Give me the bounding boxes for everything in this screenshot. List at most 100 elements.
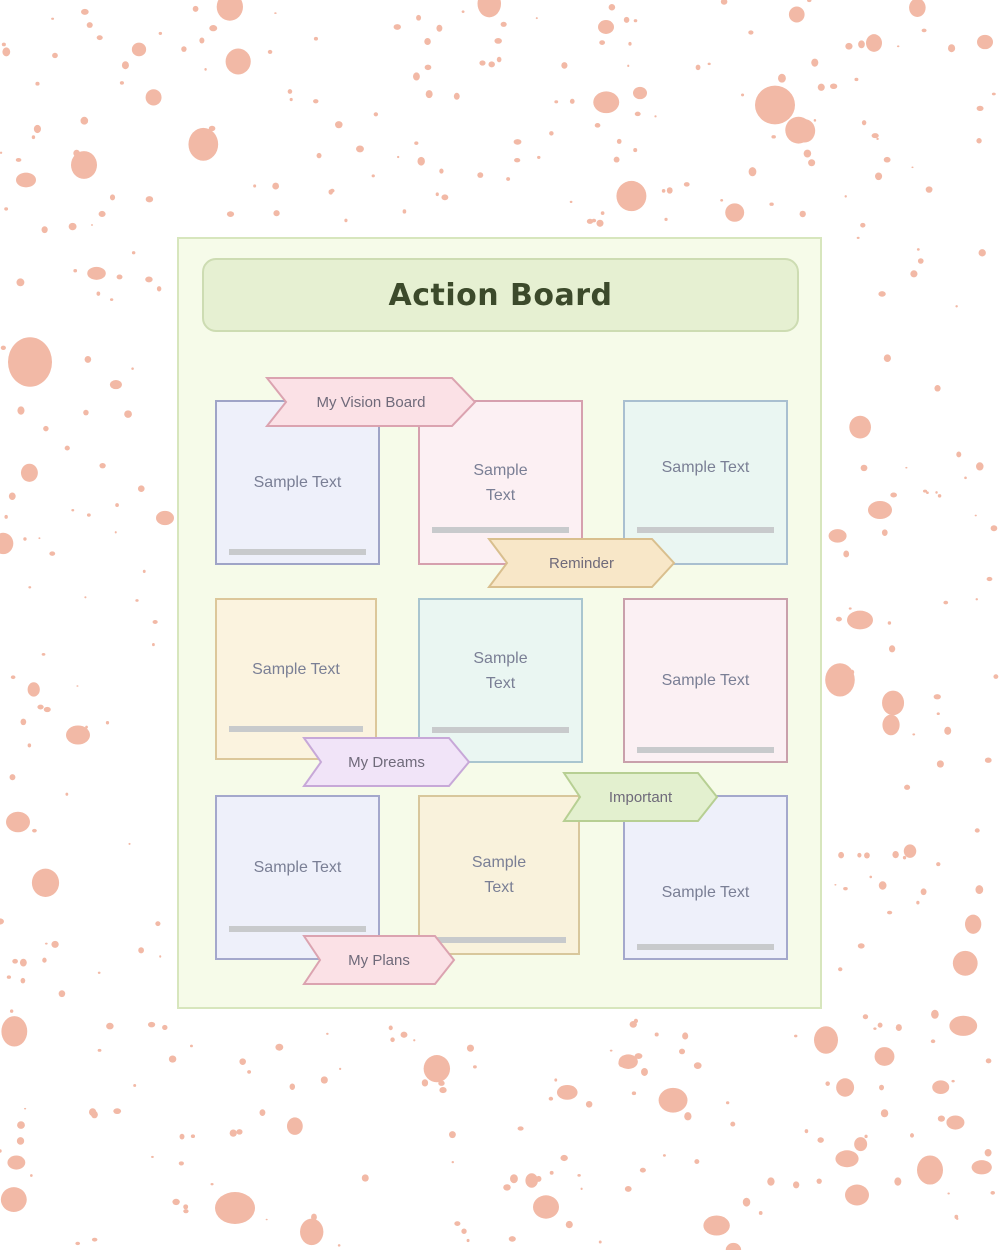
splatter-dot — [97, 1048, 102, 1052]
splatter-dot — [3, 1023, 6, 1026]
splatter-dot — [265, 1218, 268, 1221]
splatter-dot — [965, 914, 982, 934]
splatter-dot — [466, 1044, 474, 1052]
splatter-dot — [159, 955, 162, 958]
splatter-dot — [52, 52, 58, 59]
splatter-dot — [537, 155, 541, 159]
splatter-dot — [662, 1154, 666, 1157]
splatter-dot — [936, 760, 944, 768]
splatter-dot — [849, 415, 871, 439]
splatter-dot — [931, 1009, 939, 1019]
splatter-dot — [925, 186, 933, 193]
splatter-dot — [658, 1087, 688, 1113]
splatter-dot — [449, 1131, 456, 1139]
splatter-dot — [98, 210, 106, 218]
splatter-dot — [976, 138, 982, 144]
splatter-dot — [31, 135, 36, 140]
splatter-dot — [794, 1034, 798, 1038]
splatter-dot — [600, 211, 605, 216]
splatter-dot — [488, 61, 495, 68]
splatter-dot — [549, 1170, 554, 1175]
splatter-dot — [799, 210, 806, 218]
splatter-dot — [147, 1021, 156, 1028]
splatter-dot — [887, 621, 892, 625]
splatter-dot — [413, 72, 420, 81]
card-text: Sample Text — [253, 474, 342, 491]
splatter-dot — [183, 1204, 189, 1210]
card-1: Sample Text — [215, 400, 380, 565]
splatter-dot — [947, 44, 956, 53]
splatter-dot — [183, 1209, 189, 1214]
splatter-dot — [320, 1076, 328, 1084]
splatter-dot — [145, 276, 153, 283]
splatter-dot — [23, 1107, 27, 1110]
splatter-dot — [274, 12, 277, 14]
splatter-dot — [682, 1032, 689, 1040]
splatter-dot — [549, 131, 554, 136]
splatter-dot — [373, 112, 379, 117]
splatter-dot — [71, 509, 75, 512]
splatter-dot — [816, 1178, 822, 1184]
splatter-dot — [158, 31, 163, 35]
splatter-dot — [817, 83, 825, 91]
splatter-dot — [236, 1129, 243, 1135]
splatter-dot — [71, 151, 97, 179]
splatter-dot — [811, 58, 819, 67]
splatter-dot — [454, 1221, 461, 1226]
splatter-dot — [81, 8, 89, 15]
splatter-dot — [868, 500, 892, 520]
splatter-dot — [613, 156, 620, 163]
splatter-dot — [16, 1137, 25, 1145]
splatter-dot — [594, 123, 601, 128]
card-bar — [637, 527, 774, 533]
card-text: Sample Text — [253, 859, 342, 876]
splatter-dot — [273, 210, 280, 217]
splatter-dot — [922, 489, 928, 493]
splatter-dot — [31, 868, 60, 897]
splatter-dot — [423, 1055, 451, 1083]
splatter-dot — [209, 25, 218, 32]
splatter-dot — [971, 1160, 992, 1175]
splatter-dot — [86, 513, 91, 517]
splatter-dot — [390, 1037, 395, 1043]
tag-text: Reminder — [548, 554, 615, 572]
splatter-dot — [904, 848, 910, 854]
splatter-dot — [152, 642, 155, 647]
splatter-dot — [413, 1039, 416, 1042]
splatter-dot — [525, 1173, 538, 1188]
splatter-dot — [313, 99, 319, 104]
splatter-dot — [634, 1053, 643, 1059]
splatter-dot — [628, 41, 632, 46]
splatter-dot — [771, 135, 776, 139]
splatter-dot — [335, 121, 343, 129]
splatter-dot — [155, 921, 161, 927]
splatter-dot — [882, 714, 900, 736]
card-text: Sample Text — [252, 660, 340, 678]
splatter-dot — [616, 138, 622, 144]
splatter-dot — [23, 537, 27, 541]
splatter-dot — [758, 1210, 763, 1215]
splatter-dot — [8, 337, 52, 387]
splatter-dot — [556, 1084, 578, 1100]
splatter-dot — [439, 168, 444, 174]
splatter-dot — [179, 1133, 185, 1140]
splatter-dot — [12, 958, 18, 964]
splatter-dot — [97, 971, 101, 974]
splatter-dot — [37, 704, 44, 710]
card-text: Sample Text — [471, 854, 527, 896]
splatter-dot — [204, 68, 207, 71]
splatter-dot — [835, 1150, 859, 1168]
splatter-dot — [421, 1079, 429, 1087]
card-3: Sample Text — [623, 400, 788, 565]
splatter-dot — [598, 1240, 602, 1244]
splatter-dot — [51, 940, 59, 948]
splatter-dot — [114, 531, 117, 534]
splatter-dot — [921, 28, 927, 33]
splatter-dot — [858, 40, 865, 49]
splatter-dot — [975, 598, 978, 601]
splatter-dot — [461, 10, 465, 13]
splatter-dot — [748, 167, 757, 177]
splatter-dot — [933, 694, 941, 700]
splatter-dot — [895, 1024, 902, 1032]
splatter-dot — [825, 1081, 830, 1086]
